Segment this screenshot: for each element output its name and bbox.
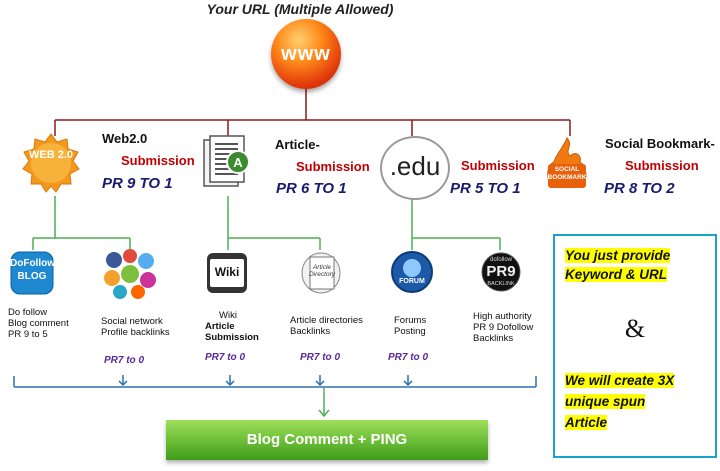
article-document-icon: A (200, 134, 254, 194)
subitem-social-text: Social network Profile backlinks (101, 316, 170, 338)
page-title: Your URL (Multiple Allowed) (206, 1, 394, 17)
edu-icon: .edu (380, 136, 450, 200)
subitem-forum-text: Forums Posting (394, 315, 426, 337)
subitem-wiki-line3: Submission (205, 332, 259, 343)
subitem-forum-line1: Forums (394, 315, 427, 326)
category-edu-submission: Submission (461, 158, 535, 173)
subitem-articledir-pr: PR7 to 0 (300, 352, 341, 363)
subitem-articledir-text: Article directories Backlinks (290, 315, 363, 337)
category-web20-title: Web2.0 (102, 131, 148, 146)
web20-badge-icon: WEB 2.0 (20, 132, 82, 194)
subitem-pr9-line2: PR 9 Dofollow (473, 322, 534, 333)
social-bookmark-badge-label: SOCIAL BOOKMARK (547, 166, 587, 181)
category-edu-pr: PR 5 TO 1 (450, 180, 521, 197)
article-directory-icon-label: Article Directory (308, 264, 335, 278)
forum-icon-label: FORUM (399, 278, 425, 285)
category-web20-submission: Submission (121, 153, 195, 168)
subitem-dofollow-line1: Do follow (8, 307, 48, 318)
wiki-icon-label: Wiki (214, 265, 240, 279)
subitem-wiki-pr: PR7 to 0 (205, 352, 246, 363)
info-line2: Keyword & URL (565, 267, 668, 282)
subitem-articledir-line1: Article directories (290, 315, 363, 326)
info-ampersand: & (624, 314, 646, 343)
pr9-top-label: dofollow (489, 257, 512, 263)
dofollow-blog-icon: DoFollow BLOG (10, 251, 55, 295)
category-article-submission: Submission (296, 159, 370, 174)
info-provide: You just provide Keyword & URL (565, 246, 705, 284)
category-article-pr: PR 6 TO 1 (276, 180, 347, 197)
social-network-icon (102, 248, 158, 300)
edu-label: .edu (389, 151, 441, 181)
blog-comment-ping-banner: Blog Comment + PING (166, 420, 488, 460)
subitem-forum-pr: PR7 to 0 (388, 352, 429, 363)
subitem-social-pr: PR7 to 0 (104, 355, 145, 366)
subitem-forum-line2: Posting (394, 326, 426, 337)
category-social-pr: PR 8 TO 2 (604, 180, 675, 197)
subitem-wiki-line1: Wiki (219, 310, 237, 321)
info-line5: Article (565, 415, 608, 430)
subitem-dofollow-line3: PR 9 to 5 (8, 329, 48, 340)
forum-icon: FORUM (390, 250, 433, 293)
web20-badge-label: WEB 2.0 (28, 149, 73, 161)
article-directory-icon: Article Directory (300, 251, 341, 294)
subitem-dofollow-text: Do follow Blog comment PR 9 to 5 (8, 307, 69, 340)
subitem-pr9-line1: High authority (473, 311, 532, 322)
subitem-dofollow-line2: Blog comment (8, 318, 69, 329)
category-social-submission: Submission (625, 158, 699, 173)
dofollow-blog-label: DoFollow BLOG (10, 258, 55, 282)
info-create: We will create 3X unique spun Article (565, 370, 710, 433)
info-box: You just provide Keyword & URL & We will… (553, 234, 717, 458)
subitem-wiki-line2: Article (205, 321, 235, 332)
info-line3: We will create 3X (565, 373, 675, 388)
subitem-pr9-text: High authority PR 9 Dofollow Backlinks (473, 311, 533, 344)
subitem-articledir-line2: Backlinks (290, 326, 331, 337)
pr9-backlink-icon: dofollow PR9 BACKLINK (481, 250, 521, 292)
subitem-social-line2: Profile backlinks (101, 327, 170, 338)
info-line1: You just provide (565, 248, 671, 263)
category-social-title: Social Bookmark- (605, 136, 715, 151)
subitem-pr9-line3: Backlinks (473, 333, 514, 344)
category-article-title: Article- (275, 137, 320, 152)
info-line4: unique spun (565, 394, 646, 409)
pr9-bottom-label: BACKLINK (487, 281, 515, 287)
svg-text:A: A (233, 155, 243, 170)
www-globe-icon: www (271, 19, 341, 89)
category-web20-pr: PR 9 TO 1 (102, 175, 173, 192)
www-label: www (281, 43, 331, 65)
subitem-wiki-text: Wiki Article Submission (205, 310, 259, 343)
subitem-social-line1: Social network (101, 316, 163, 327)
pr9-main-label: PR9 (486, 263, 516, 280)
wiki-icon: Wiki (206, 252, 247, 294)
social-bookmark-icon: SOCIAL BOOKMARK (542, 136, 592, 192)
